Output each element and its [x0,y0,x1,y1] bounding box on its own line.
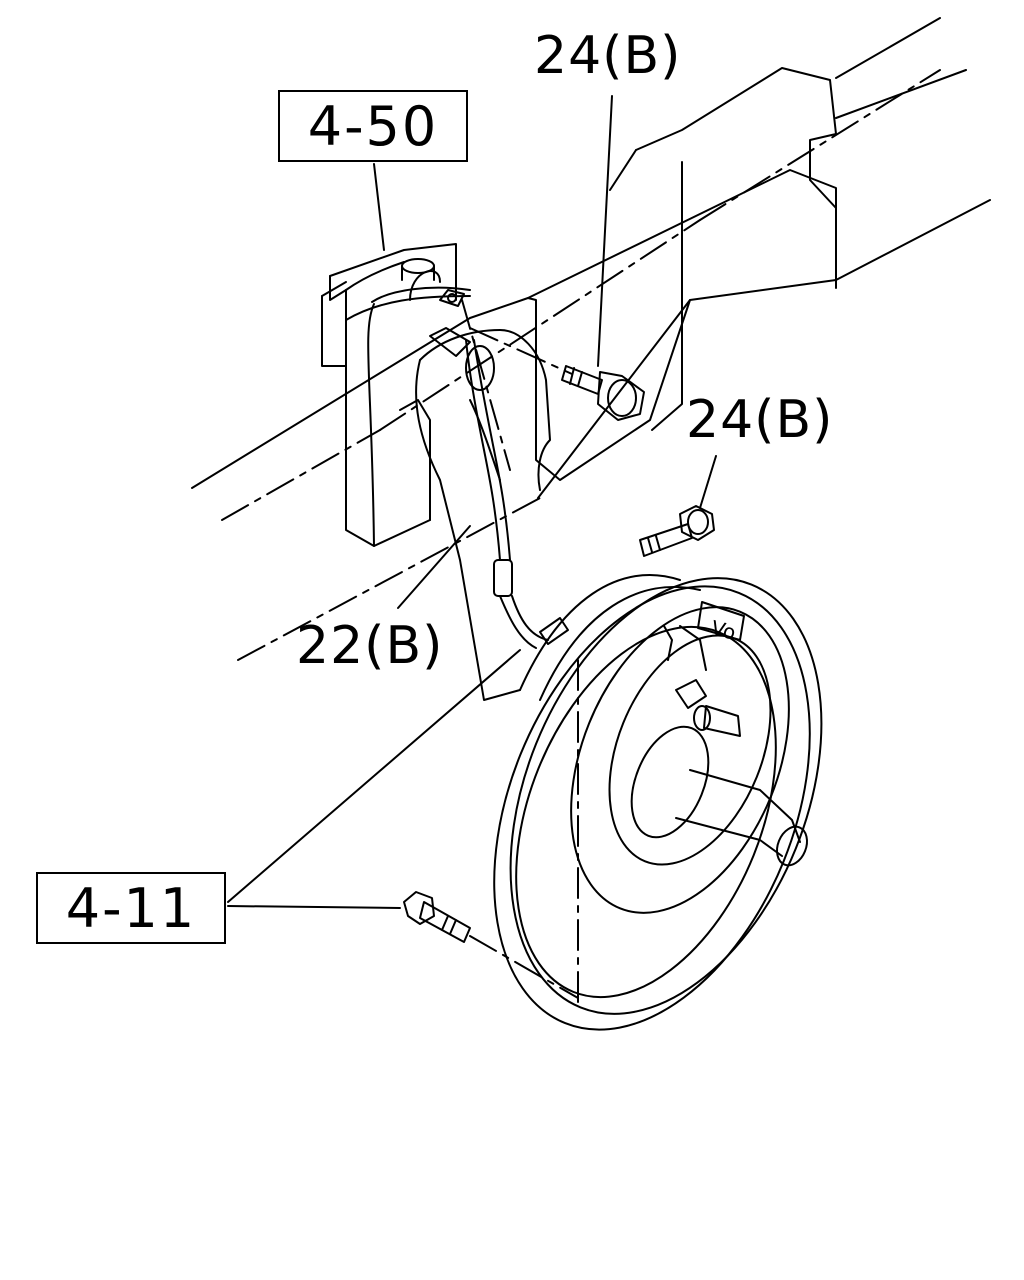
spring-hanger-bracket [321,243,471,547]
hub-spindle [630,625,808,867]
reference-box-upper[interactable]: 4-50 [278,90,468,162]
steering-arm [415,329,551,701]
callout-hose: 22(B) [296,616,444,676]
svg-text:Vo: Vo [709,616,738,645]
bolt-right [639,505,715,557]
frame-rail [191,17,991,661]
brake-hose [429,289,569,649]
stamp-plate: Vo [697,601,745,645]
callout-bolt-right: 24(B) [686,390,834,450]
callout-bolt-top: 24(B) [534,26,682,86]
bolt-upper [469,327,645,421]
brake-drum [493,574,823,1031]
reference-box-lower[interactable]: 4-11 [36,872,226,944]
leader-lines [227,95,717,909]
bolt-lower [403,891,579,1003]
